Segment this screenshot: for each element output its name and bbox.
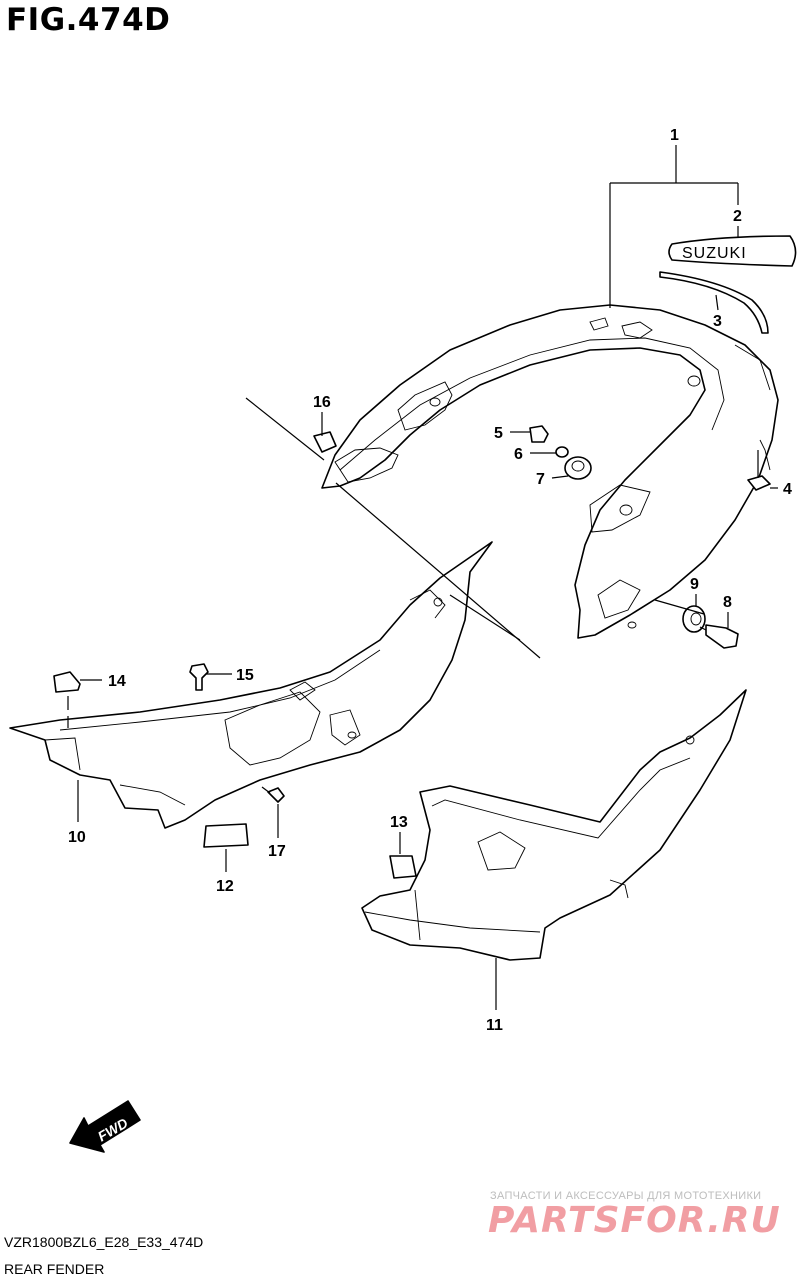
pad-12 — [203, 823, 249, 848]
grommet-16 — [313, 431, 337, 453]
pad-13 — [389, 855, 417, 879]
screw-17 — [261, 786, 285, 803]
callout-6: 6 — [514, 446, 523, 463]
clip-15 — [189, 663, 209, 691]
callout-8: 8 — [723, 594, 732, 611]
callout-4: 4 — [783, 481, 792, 498]
callout-13: 13 — [390, 814, 408, 831]
trim-strip — [659, 271, 769, 334]
washer-6 — [555, 446, 569, 458]
rear-fender-lower — [9, 541, 493, 829]
watermark-brand: PARTSFOR.RU — [488, 1200, 781, 1241]
callout-5: 5 — [494, 425, 503, 442]
leader-lines — [67, 145, 778, 1010]
callout-12: 12 — [216, 878, 234, 895]
callout-16: 16 — [313, 394, 331, 411]
screw-5 — [520, 425, 549, 443]
fwd-arrow-icon: FWD — [69, 1100, 141, 1153]
rear-fender-upper — [321, 304, 779, 639]
callout-7: 7 — [536, 471, 545, 488]
callout-3: 3 — [713, 313, 722, 330]
callout-15: 15 — [236, 667, 254, 684]
callout-10: 10 — [68, 829, 86, 846]
watermark-tagline: ЗАПЧАСТИ И АКСЕССУАРЫ ДЛЯ МОТОТЕХНИКИ — [490, 1190, 762, 1202]
callout-2: 2 — [733, 208, 742, 225]
bolt-8 — [699, 624, 739, 649]
model-code: VZR1800BZL6_E28_E33_474D — [4, 1234, 204, 1250]
suzuki-emblem: SUZUKI — [668, 235, 797, 267]
emblem-text: SUZUKI — [682, 245, 747, 262]
callout-9: 9 — [690, 576, 699, 593]
grommet-7 — [564, 456, 592, 480]
callout-14: 14 — [108, 673, 126, 690]
side-cover — [361, 689, 747, 961]
figure-subtitle: REAR FENDER — [4, 1261, 105, 1277]
nut-clip — [747, 475, 771, 491]
callout-1: 1 — [670, 127, 679, 144]
callout-labels: 1 2 3 4 5 6 7 8 9 10 11 12 13 14 15 16 1… — [68, 127, 792, 1034]
callout-17: 17 — [268, 843, 286, 860]
grommet-14 — [53, 671, 81, 693]
callout-11: 11 — [486, 1017, 503, 1034]
figure-title: FIG.474D — [6, 2, 171, 38]
